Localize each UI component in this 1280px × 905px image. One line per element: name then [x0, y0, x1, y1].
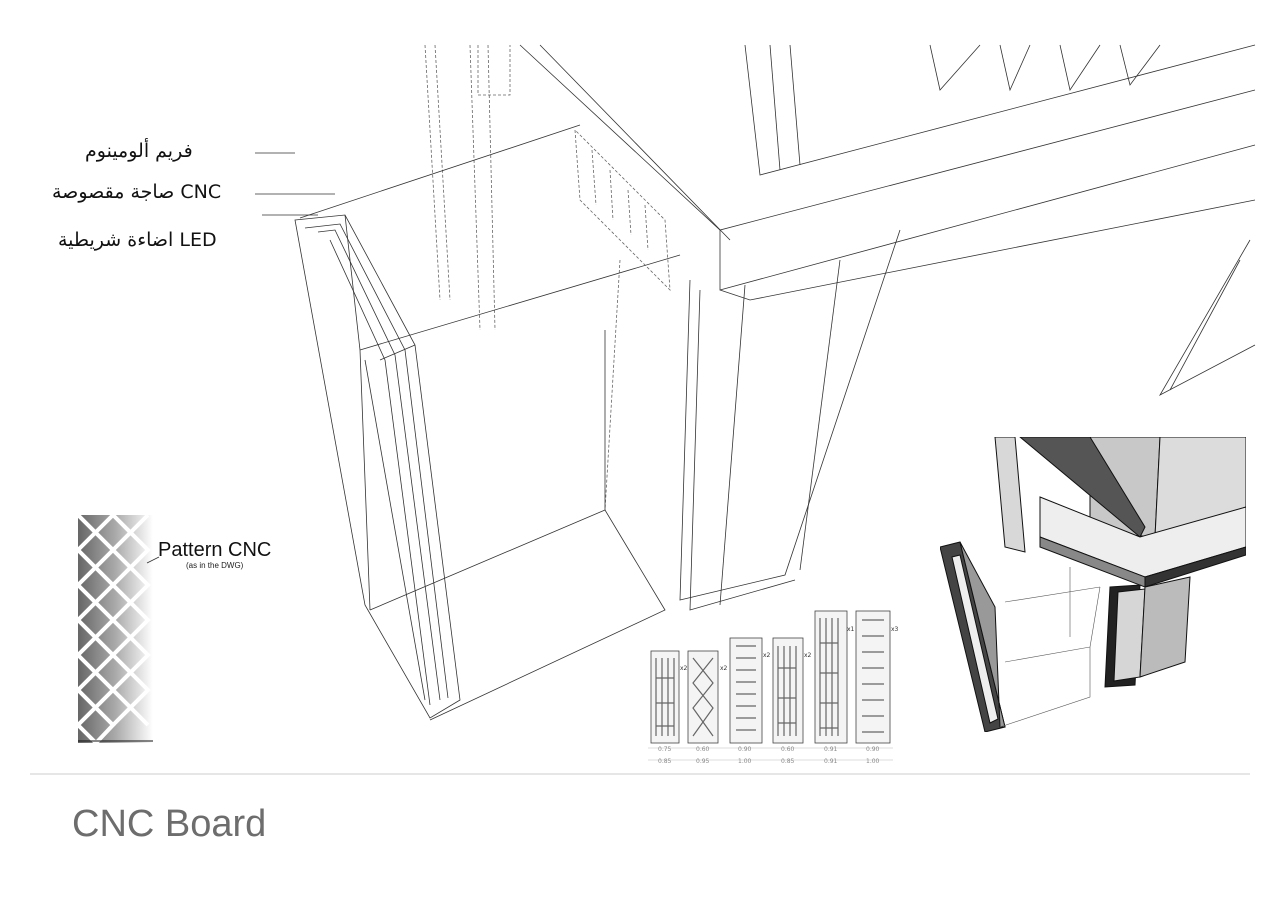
panel-width-total: 0.95 [696, 758, 710, 765]
panel-width-total: 1.00 [738, 758, 752, 765]
panel-qty: x2 [680, 665, 688, 672]
panel-qty: x2 [804, 652, 812, 659]
panel-width: 0.75 [658, 746, 672, 753]
panel-qty: x2 [720, 665, 728, 672]
panel-width-total: 0.85 [781, 758, 795, 765]
panel-width: 0.91 [824, 746, 838, 753]
panel-width-total: 0.91 [824, 758, 838, 765]
panel-drawings [648, 610, 893, 761]
panel-width: 0.60 [781, 746, 795, 753]
led-strip-label: LED اضاءة شريطية [58, 229, 217, 251]
pattern-cnc-label: Pattern CNC [158, 539, 272, 561]
panel-qty: x1 [847, 626, 855, 633]
panel-width: 0.60 [696, 746, 710, 753]
panel-qty: x2 [763, 652, 771, 659]
panel-qty: x3 [891, 626, 899, 633]
panel-catalog: x2 x2 x2 x2 x1 x3 0.75 0.60 0.90 0.60 0.… [648, 608, 913, 768]
cnc-sheet-label: CNC صاجة مقصوصة [52, 181, 222, 203]
panel-width: 0.90 [738, 746, 752, 753]
panel-width-total: 0.85 [658, 758, 672, 765]
pattern-leader [146, 556, 160, 564]
aluminum-frame-label: فريم ألومينوم [85, 140, 193, 162]
pattern-cnc-sublabel: (as in the DWG) [186, 561, 244, 570]
page-title: CNC Board [72, 803, 267, 845]
panel-width-total: 1.00 [866, 758, 880, 765]
panel-width: 0.90 [866, 746, 880, 753]
render-3d-inset [940, 437, 1246, 732]
pattern-swatch [78, 515, 153, 743]
